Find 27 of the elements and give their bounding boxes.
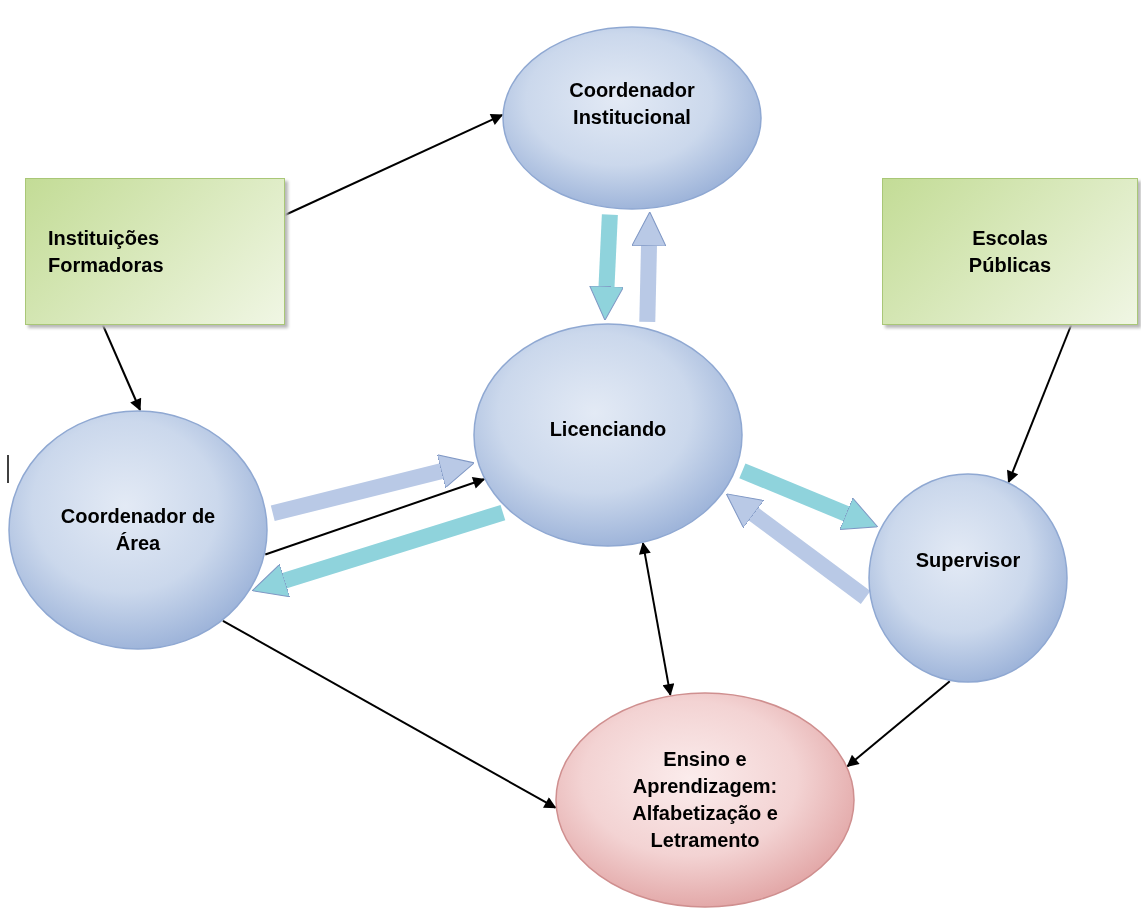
arrow xyxy=(264,477,486,556)
arrow xyxy=(101,324,142,412)
node-label: Coordenador Institucional xyxy=(568,78,696,130)
block-arrow xyxy=(631,211,667,322)
node-label: Supervisor xyxy=(914,547,1022,573)
process-box xyxy=(882,178,1138,325)
arrow xyxy=(284,114,504,216)
node-label: Licenciando xyxy=(548,416,668,442)
block-arrow xyxy=(589,214,624,321)
node-label: Coordenador de Área xyxy=(59,504,217,556)
block-arrow xyxy=(739,463,879,530)
ellipse-node xyxy=(473,323,743,547)
block-arrow xyxy=(270,454,475,522)
ellipse-node xyxy=(8,410,268,650)
arrow xyxy=(1007,324,1073,484)
ellipse-node xyxy=(555,692,855,908)
arrow xyxy=(221,619,557,809)
block-arrow xyxy=(725,493,871,604)
node-label: Escolas Públicas xyxy=(967,225,1053,278)
ellipse-node xyxy=(868,473,1068,683)
process-box xyxy=(25,178,285,325)
arrow xyxy=(638,542,675,697)
block-arrow xyxy=(251,504,506,598)
ellipse-node xyxy=(502,26,762,210)
node-label: Ensino e Aprendizagem: Alfabetização e Letramento xyxy=(631,747,779,853)
node-label: Instituições Formadoras xyxy=(48,225,165,278)
arrow xyxy=(846,680,951,768)
